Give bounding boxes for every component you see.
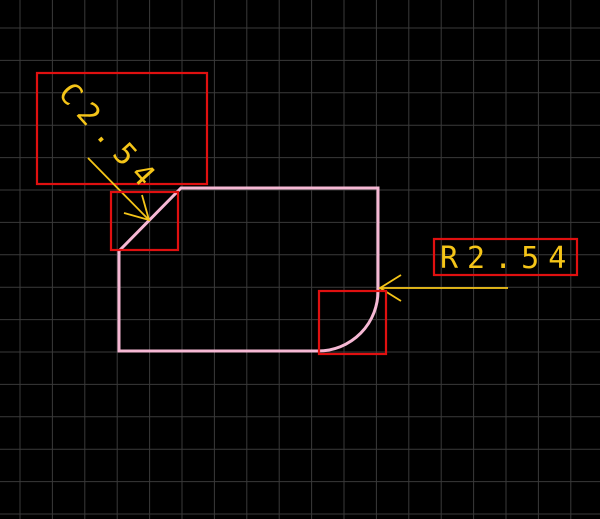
radius-label: R2.54: [440, 241, 575, 276]
chamfer-arrowhead: [123, 194, 151, 222]
board-outline[interactable]: [117, 186, 380, 353]
chamfer-label-box: [35, 71, 209, 186]
radius-highlight-box: [317, 289, 388, 356]
chamfer-label: C2.54: [51, 76, 168, 200]
radius-dimension[interactable]: R2.54: [317, 237, 579, 356]
radius-arrowhead: [378, 274, 402, 302]
chamfer-leader-line: [87, 157, 150, 221]
chamfer-highlight-box: [109, 190, 180, 252]
radius-label-box: [432, 237, 579, 277]
